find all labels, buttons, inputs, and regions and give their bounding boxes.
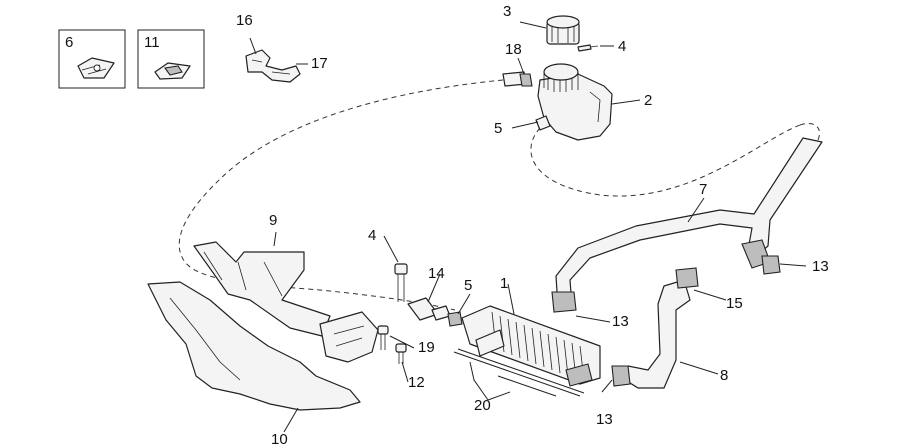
callout-15: 15 [726,295,743,312]
screw-12 [395,343,407,364]
screw-19 [377,325,389,350]
part-14-sleeve [407,297,463,327]
part-16-17-clip [245,49,301,83]
rods-20 [453,348,585,397]
callout-13-bottom: 13 [596,411,613,428]
callout-3: 3 [503,3,512,20]
callout-4-lower: 4 [368,227,377,244]
lower-hose-8 [611,267,699,389]
fairing-10 [147,281,379,411]
callout-8: 8 [720,367,729,384]
reservoir-cap [546,15,580,45]
callout-20: 20 [474,397,491,414]
callout-19: 19 [418,339,435,356]
callout-5-top: 5 [494,120,503,137]
callout-13-mid: 13 [612,313,629,330]
callout-12-text: 12 [408,374,425,391]
callout-11: 11 [144,34,160,51]
inset-box-11 [137,29,205,89]
callout-13-right: 13 [812,258,829,275]
callout-9: 9 [269,212,278,229]
callout-10: 10 [271,431,288,448]
breather-hose-dashed [178,79,504,311]
overflow-hose-dashed [530,124,801,197]
radiator [461,305,601,387]
callout-14: 14 [428,265,445,282]
callout-16: 16 [236,12,253,29]
overflow-hose-end [799,123,820,141]
bracket-9 [193,241,331,337]
callout-2: 2 [644,92,653,109]
callout-5-lower: 5 [464,277,473,294]
callout-7: 7 [699,181,708,198]
screw-4-top [577,44,599,52]
callout-4-top: 4 [618,38,627,55]
part-18-nipple [502,71,533,87]
callout-18: 18 [505,41,522,58]
leader-lines [249,21,807,433]
upper-hose-7 [551,137,823,313]
coolant-reservoir [535,63,613,141]
callout-17: 17 [311,55,328,72]
callout-1: 1 [500,275,509,292]
callout-6: 6 [65,34,74,51]
bolt-4-lower [394,263,408,302]
inset-box-6 [58,29,126,89]
